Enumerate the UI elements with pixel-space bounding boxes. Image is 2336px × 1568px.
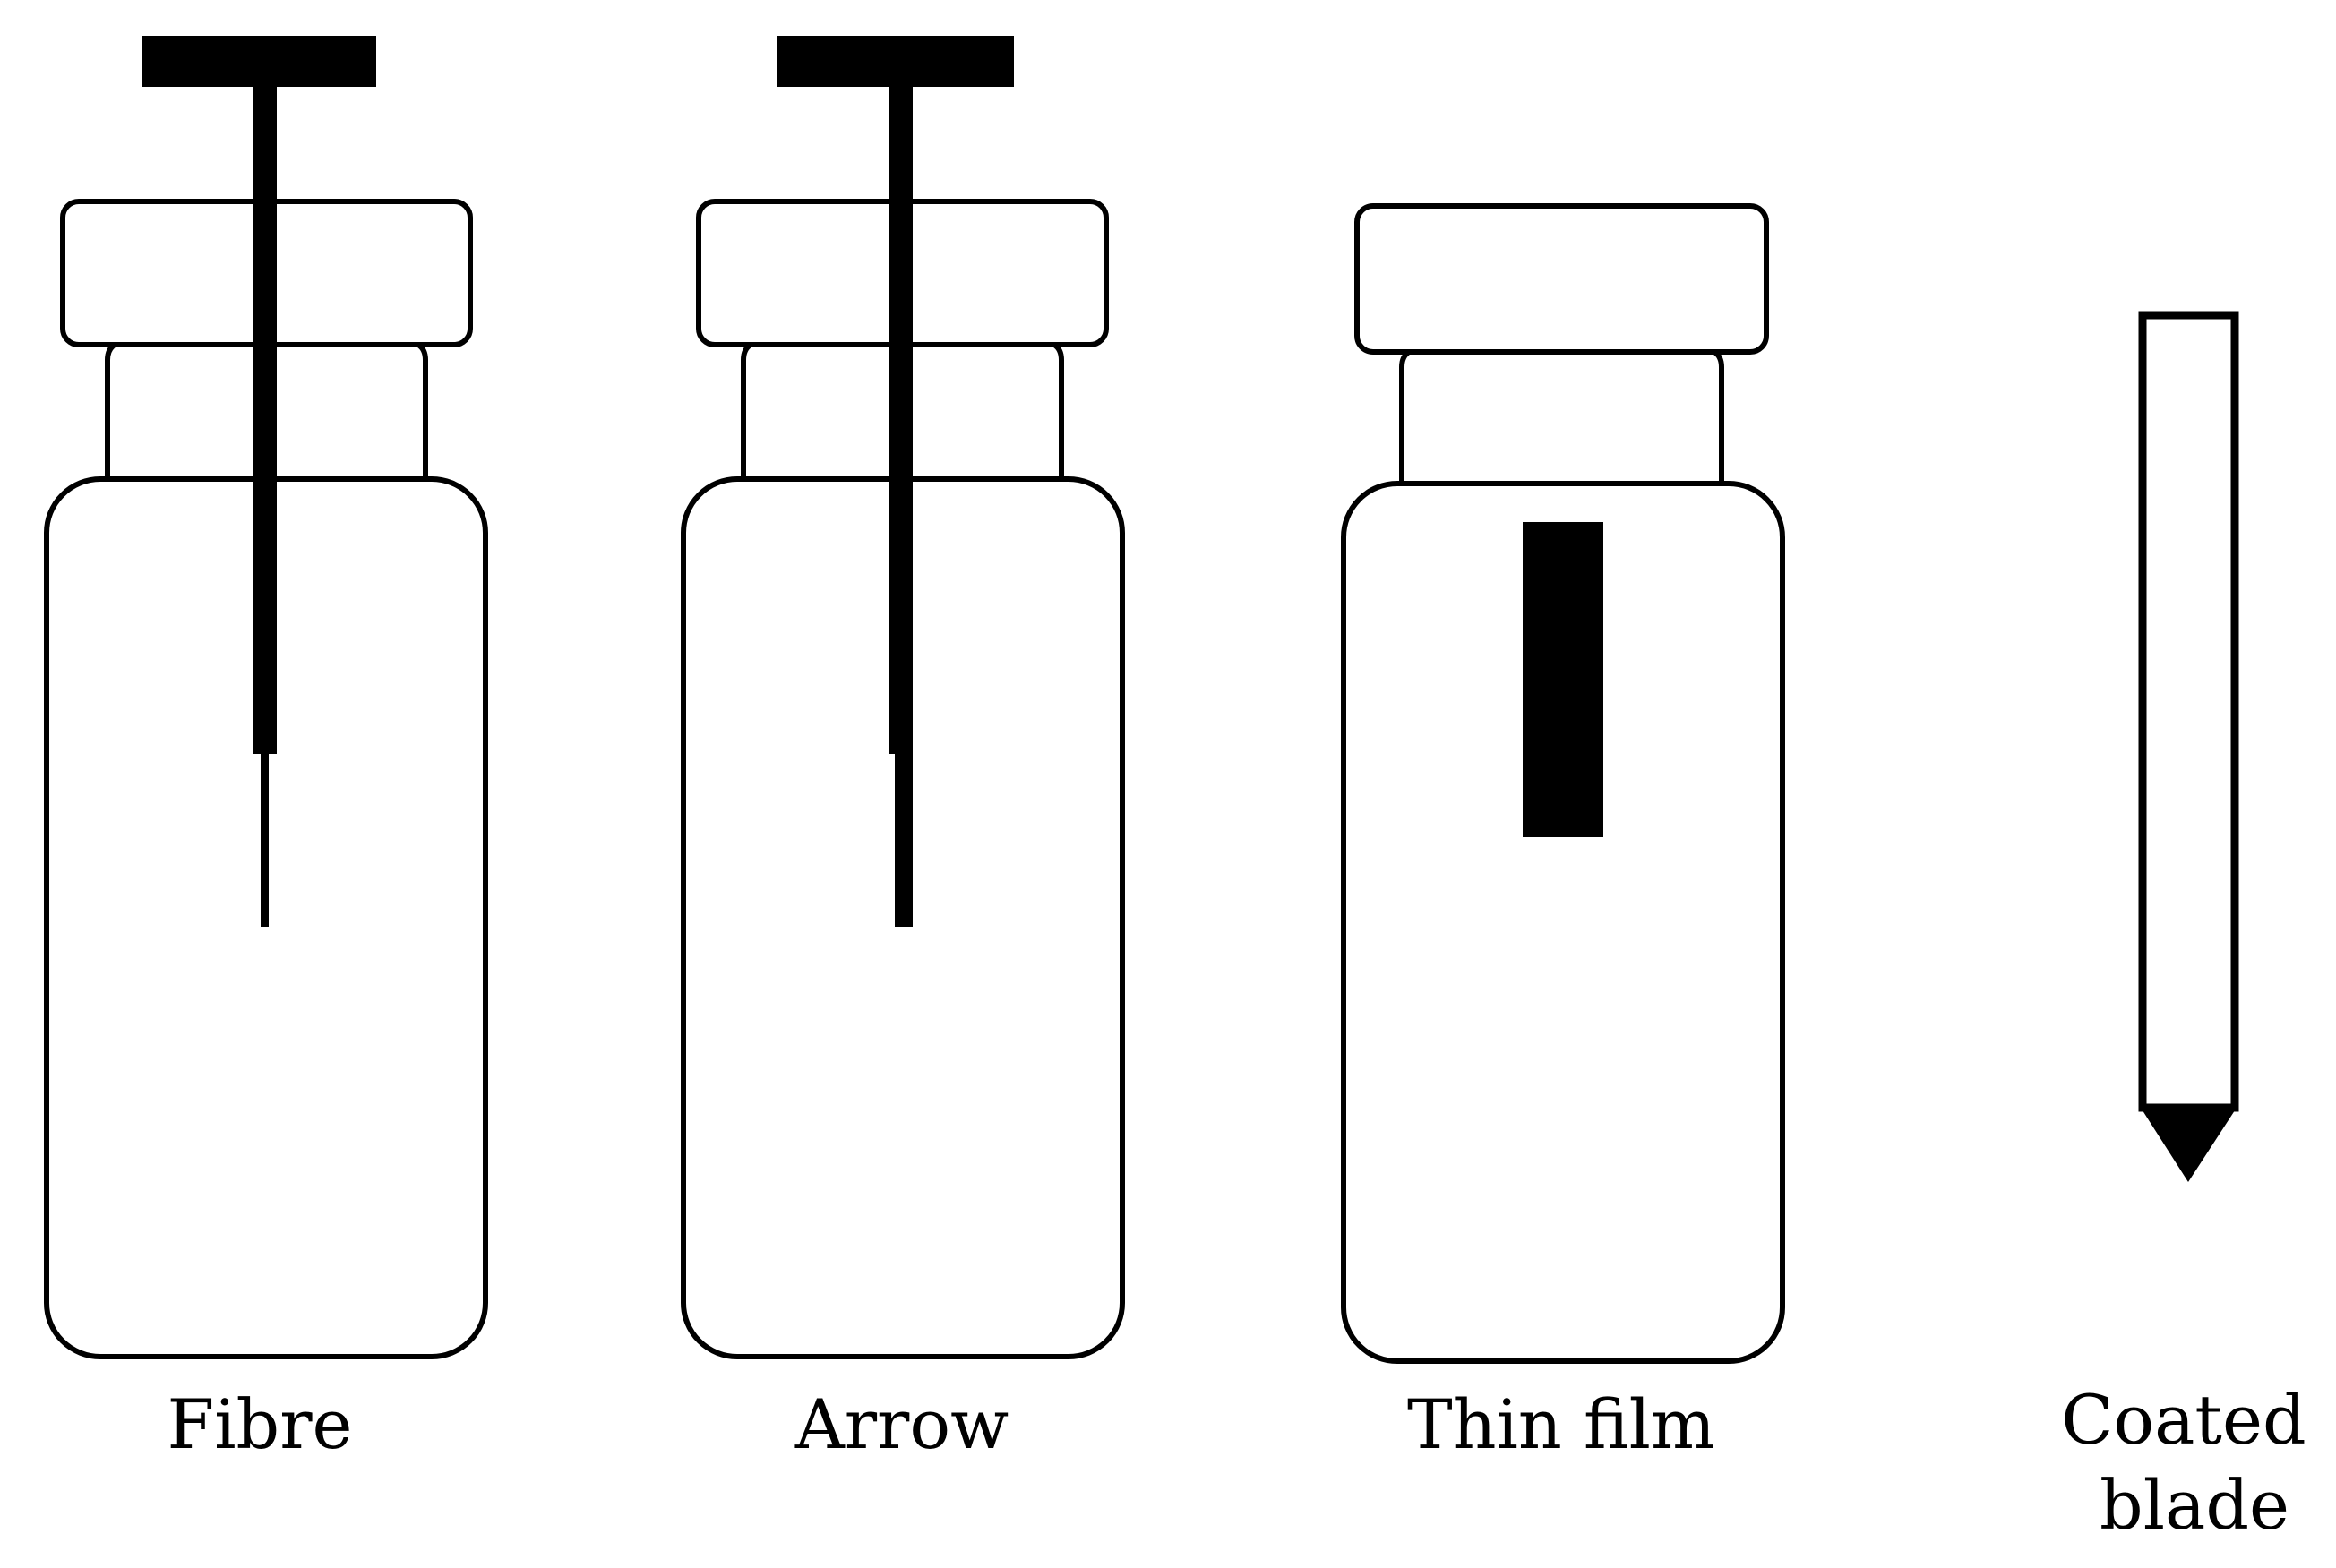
panel-thin-film: Thin film — [1341, 203, 1785, 1464]
panel-fibre: Fibre — [44, 36, 488, 1464]
label-arrow: Arrow — [794, 1384, 1009, 1464]
fibre-holder — [142, 36, 376, 927]
fibre-tip — [261, 754, 269, 927]
vial-body — [1341, 481, 1785, 1364]
label-fibre: Fibre — [167, 1384, 353, 1464]
label-coated-blade-line-2: blade — [2100, 1465, 2289, 1545]
vial-neck — [741, 342, 1064, 479]
plunger-head — [142, 36, 376, 87]
needle-shaft — [253, 87, 277, 754]
panel-arrow: Arrow — [681, 36, 1125, 1464]
coated-blade-body — [2138, 311, 2239, 1112]
arrow-holder — [777, 36, 1014, 927]
label-coated-blade-line-1: Coated — [2061, 1380, 2306, 1460]
coated-blade-tip — [2141, 1108, 2237, 1182]
arrow-tip — [895, 754, 913, 927]
label-coated-blade: Coated blade — [2061, 1380, 2328, 1545]
needle-shaft — [889, 87, 913, 754]
panel-coated-blade: Coated blade — [2061, 311, 2328, 1545]
label-thin-film: Thin film — [1407, 1384, 1715, 1464]
vial-neck — [1399, 349, 1724, 484]
vial-neck — [105, 342, 428, 479]
plunger-head — [777, 36, 1014, 87]
thin-film-strip — [1523, 522, 1603, 837]
vial-thin-film — [1341, 203, 1785, 1364]
vial-cap — [1354, 203, 1769, 355]
